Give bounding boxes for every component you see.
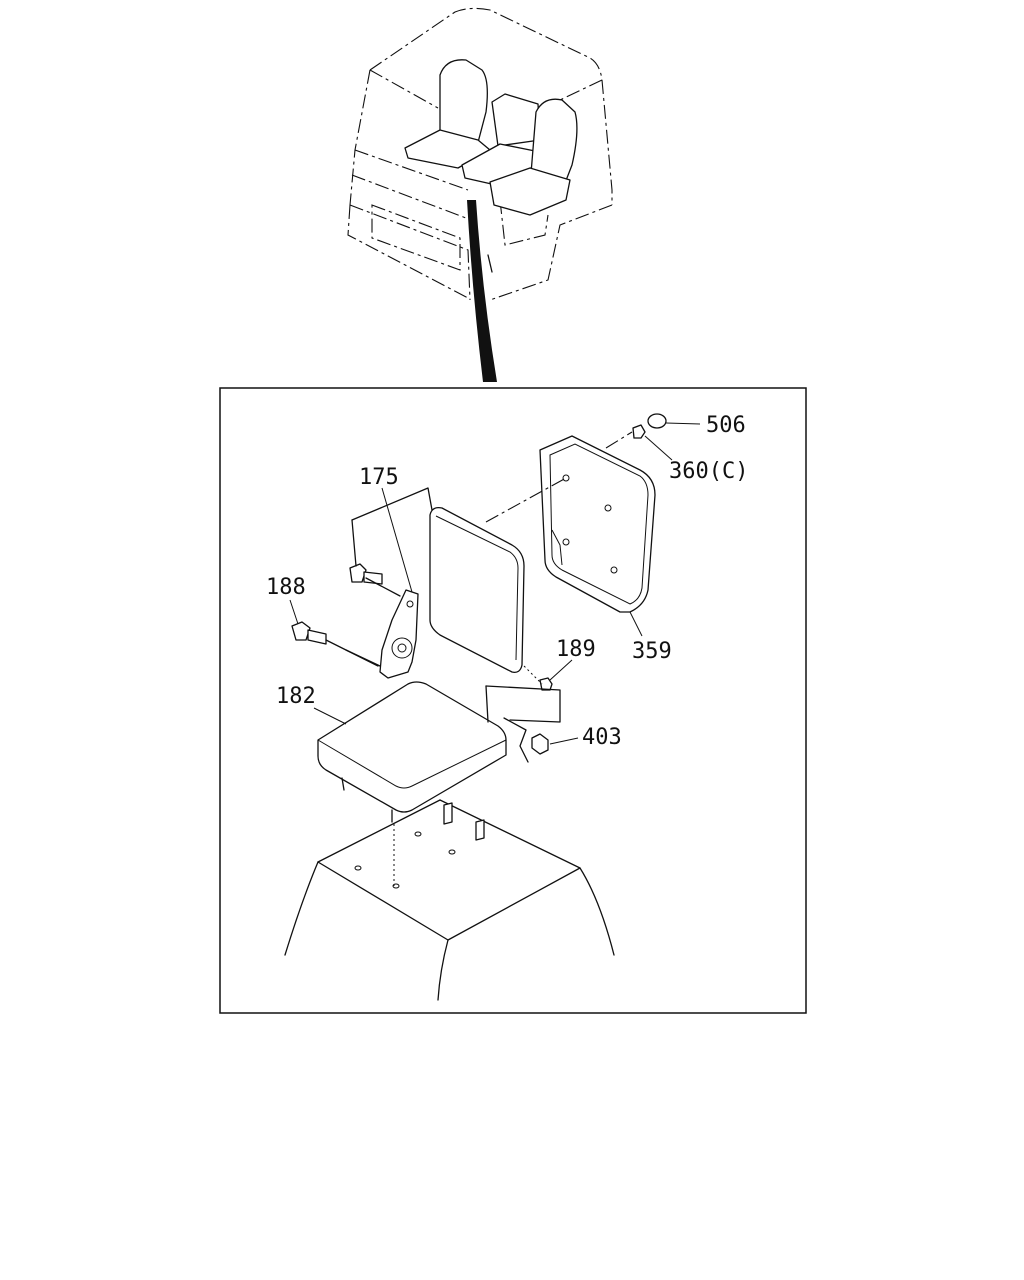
detail-frame bbox=[219, 387, 807, 1014]
bolt-188-upper bbox=[349, 563, 383, 585]
callout-188: 188 bbox=[266, 575, 306, 600]
callout-506: 506 bbox=[706, 413, 746, 438]
callout-175: 175 bbox=[359, 465, 399, 490]
seat-riser bbox=[284, 799, 615, 1001]
bolt-188-lower bbox=[291, 621, 327, 645]
hinge-bracket-175 bbox=[379, 589, 419, 679]
seat-cushion-182 bbox=[317, 681, 507, 823]
cap-506 bbox=[647, 413, 667, 429]
callout-359: 359 bbox=[632, 639, 672, 664]
callout-360c: 360(C) bbox=[669, 459, 748, 484]
guide-lines bbox=[325, 431, 633, 888]
back-pad bbox=[429, 507, 525, 673]
callout-182: 182 bbox=[276, 684, 316, 709]
back-shell-359 bbox=[539, 435, 656, 613]
callout-189: 189 bbox=[556, 637, 596, 662]
bolt-360c bbox=[632, 424, 646, 439]
callout-leaders bbox=[289, 422, 701, 745]
callout-403: 403 bbox=[582, 725, 622, 750]
cab-overview bbox=[347, 7, 613, 382]
stud-189 bbox=[539, 677, 553, 691]
nut-403 bbox=[531, 733, 549, 755]
